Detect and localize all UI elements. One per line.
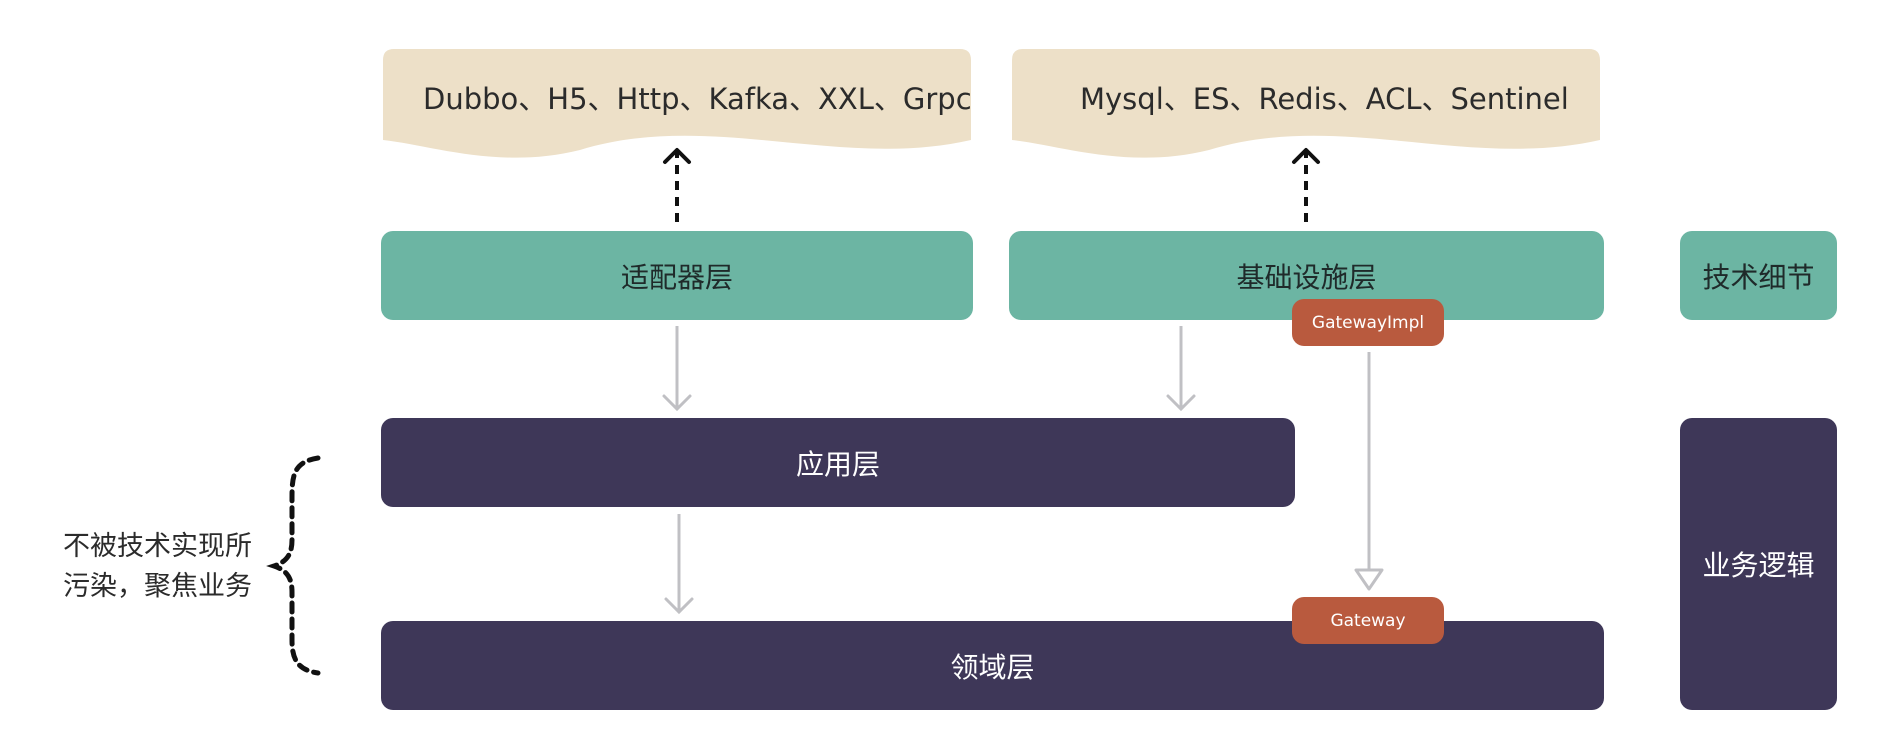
legend-business-label: 业务逻辑 xyxy=(1702,549,1815,582)
infra-tech-banner xyxy=(1012,49,1600,158)
gateway-impl-label: GatewayImpl xyxy=(1311,312,1425,333)
arrow-impl-to-gateway xyxy=(1354,352,1384,591)
dashed-arrow-infra xyxy=(1292,148,1320,222)
arrow-adapter-to-app xyxy=(662,326,692,412)
gateway-tag: Gateway xyxy=(1292,597,1444,644)
arrow-infra-to-app xyxy=(1166,326,1196,412)
arrow-app-to-domain xyxy=(664,514,694,615)
gateway-label: Gateway xyxy=(1330,610,1406,631)
adapter-layer-label: 适配器层 xyxy=(620,260,733,294)
infra-tech-label: Mysql、ES、Redis、ACL、Sentinel xyxy=(1080,82,1569,116)
gateway-impl-tag: GatewayImpl xyxy=(1292,299,1444,346)
infrastructure-layer-label: 基础设施层 xyxy=(1236,260,1377,294)
legend-business: 业务逻辑 xyxy=(1680,418,1837,710)
adapter-tech-label: Dubbo、H5、Http、Kafka、XXL、Grpc xyxy=(423,82,972,116)
domain-layer-label: 领域层 xyxy=(950,650,1035,684)
adapter-tech-banner xyxy=(383,49,971,158)
brace-icon xyxy=(266,455,321,676)
legend-technical-label: 技术细节 xyxy=(1702,260,1815,294)
adapter-layer: 适配器层 xyxy=(381,231,973,320)
side-note-line2: 污染，聚焦业务 xyxy=(63,571,252,602)
side-note-line1: 不被技术实现所 xyxy=(63,531,252,562)
dashed-arrow-adapter xyxy=(663,148,691,222)
application-layer-label: 应用层 xyxy=(795,447,880,481)
side-note: 不被技术实现所 污染，聚焦业务 xyxy=(63,527,252,607)
application-layer: 应用层 xyxy=(381,418,1295,507)
legend-technical: 技术细节 xyxy=(1680,231,1837,320)
